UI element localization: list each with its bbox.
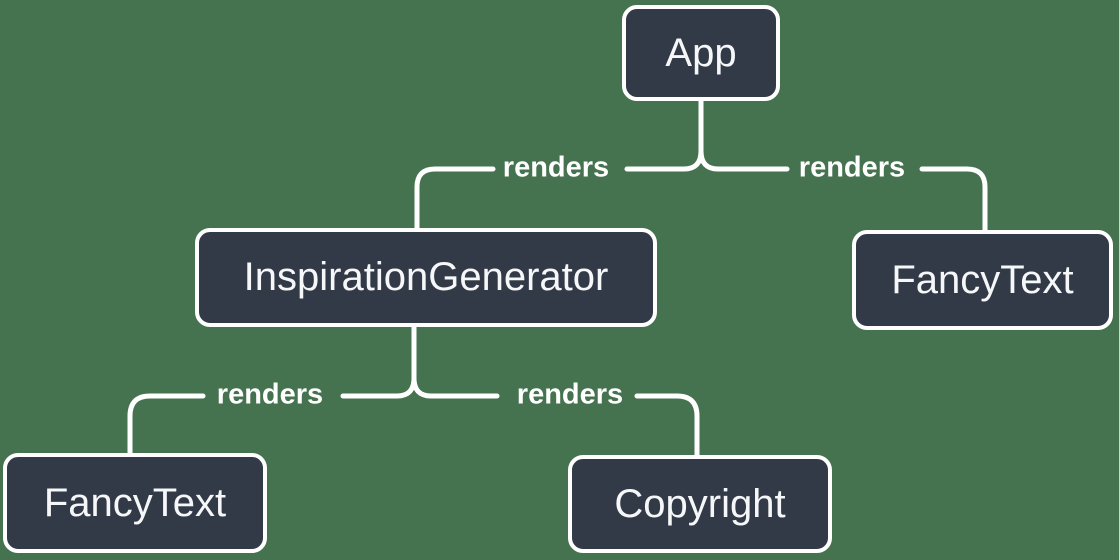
edge-app-to-fancytext: [698, 148, 988, 233]
node-app-label: App: [665, 30, 737, 75]
node-copyright: Copyright: [568, 455, 832, 553]
node-fancy-text-right: FancyText: [852, 230, 1113, 330]
node-fancy-text-left: FancyText: [3, 453, 267, 553]
node-inspiration-generator-label: InspirationGenerator: [243, 255, 609, 299]
node-app: App: [622, 5, 780, 101]
node-fancy-text-right-label: FancyText: [891, 257, 1074, 302]
node-fancy-text-left-label: FancyText: [43, 480, 227, 525]
edge-label-renders-inspirationgenerator-fancytext: renders: [216, 378, 324, 411]
node-copyright-label: Copyright: [614, 481, 786, 526]
node-inspiration-generator: InspirationGenerator: [195, 228, 657, 327]
edge-label-renders-app-fancytext: renders: [798, 151, 906, 184]
edge-label-renders-inspirationgenerator-copyright: renders: [516, 378, 624, 411]
edge-label-renders-app-inspirationgenerator: renders: [502, 151, 610, 184]
edge-inspirationgenerator-to-copyright: [411, 375, 700, 458]
